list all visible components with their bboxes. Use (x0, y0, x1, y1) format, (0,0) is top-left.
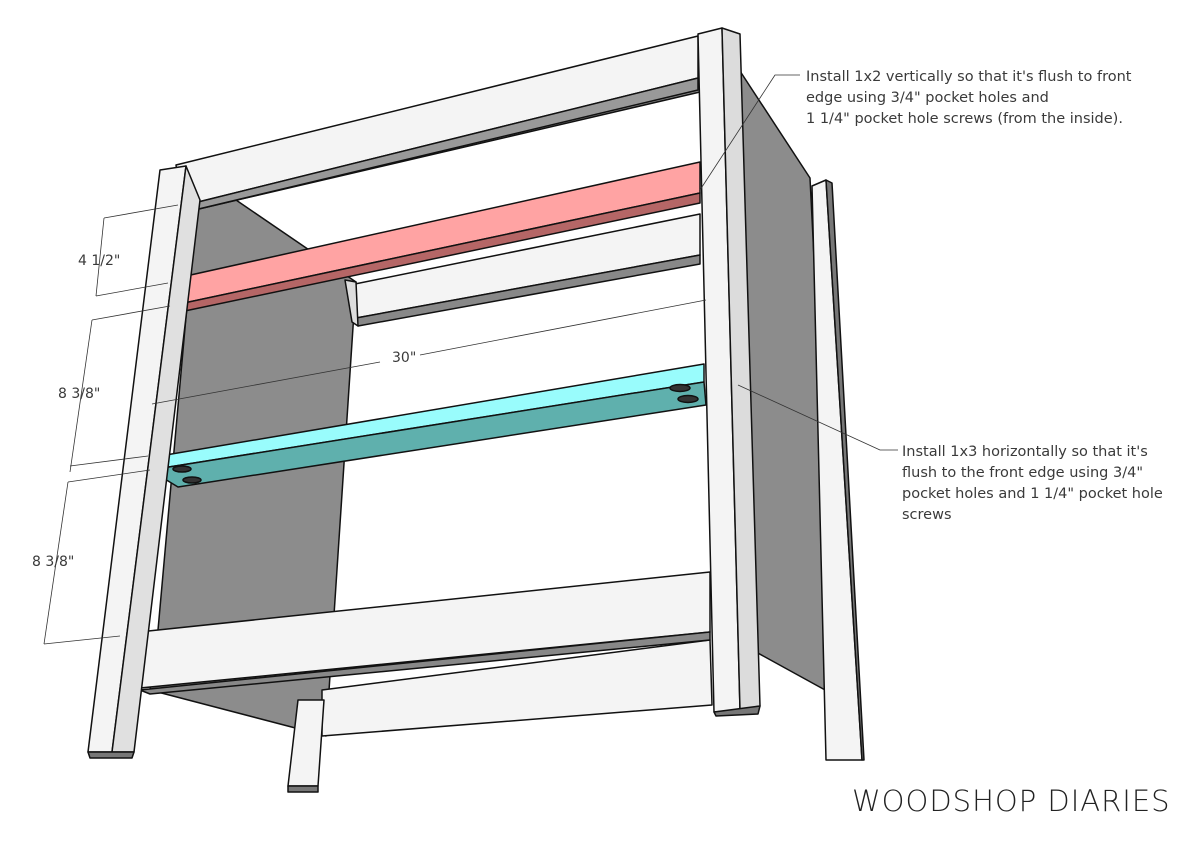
note-1x3: Install 1x3 horizontally so that it's fl… (902, 442, 1163, 526)
brand-logo: WOODSHOP DIARIES (852, 784, 1171, 818)
note-line: pocket holes and 1 1/4" pocket hole (902, 486, 1163, 502)
dimension-middle-gap: 8 3/8" (58, 386, 101, 402)
note-line: Install 1x2 vertically so that it's flus… (806, 69, 1132, 85)
dimension-width: 30" (392, 350, 417, 366)
note-1x2: Install 1x2 vertically so that it's flus… (806, 67, 1131, 130)
dimension-top-gap: 4 1/2" (78, 253, 121, 269)
note-line: Install 1x3 horizontally so that it's (902, 444, 1148, 460)
dimension-bottom-gap: 8 3/8" (32, 554, 75, 570)
note-line: 1 1/4" pocket hole screws (from the insi… (806, 111, 1123, 127)
dimension-lines (43, 74, 898, 645)
note-line: edge using 3/4" pocket holes and (806, 90, 1049, 106)
note-line: screws (902, 507, 952, 523)
note-line: flush to the front edge using 3/4" (902, 465, 1143, 481)
pocket-holes (172, 383, 699, 484)
